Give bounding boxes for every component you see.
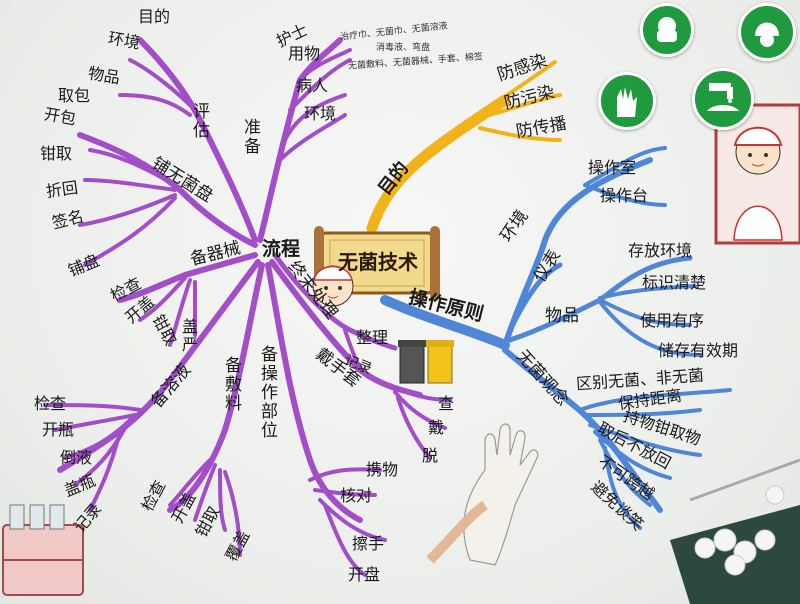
tray-item: 钳取	[40, 144, 73, 163]
treatment-cart	[2, 504, 84, 596]
site-item: 携物	[366, 460, 399, 479]
prepare-item: 环境	[304, 104, 337, 123]
flow-site: 备操作部位	[257, 345, 277, 440]
mask-icon	[640, 3, 694, 57]
articles-item: 存放环境	[628, 241, 693, 260]
supplies-note: 消毒液、弯盘	[376, 43, 431, 53]
final-item: 整理	[356, 328, 389, 347]
prepare-item: 用物	[288, 44, 321, 63]
instrument-item: 盖严	[179, 318, 198, 354]
solution-item: 开瓶	[42, 420, 75, 439]
tray-item: 取包	[58, 86, 91, 105]
handwash-icon	[692, 68, 754, 130]
evaluate-item: 目的	[138, 7, 171, 26]
glove-illustration	[426, 423, 539, 566]
flow-evaluate: 评估	[189, 102, 209, 140]
gloves-icon	[598, 72, 656, 130]
site-item: 开盘	[348, 565, 381, 584]
gloves-item: 戴	[428, 418, 445, 437]
articles-item: 标识清楚	[642, 273, 707, 292]
articles-item: 使用有序	[640, 311, 705, 330]
center-title: 无菌技术	[338, 250, 418, 274]
solution-item: 检查	[34, 394, 67, 413]
solution-item: 倒液	[60, 448, 93, 467]
environment-item: 操作台	[600, 186, 649, 205]
flow-prepare: 准备	[240, 118, 260, 156]
gloves-item: 查	[438, 394, 455, 413]
site-item: 核对	[340, 486, 373, 505]
nurse-avatar	[312, 265, 354, 307]
main-flow-label: 流程	[262, 238, 301, 260]
prepare-item: 病人	[296, 76, 329, 95]
cotton-balls-tray	[670, 458, 800, 604]
tray-item: 折回	[44, 177, 80, 202]
articles-item: 储存有效期	[658, 341, 739, 360]
flow-dressing: 备敷料	[221, 356, 241, 413]
principle-articles: 物品	[545, 306, 579, 326]
site-item: 擦手	[352, 534, 385, 553]
cap-icon	[738, 3, 796, 61]
gloves-item: 脱	[422, 446, 439, 465]
waste-bins	[398, 340, 454, 384]
environment-item: 操作室	[588, 158, 637, 177]
